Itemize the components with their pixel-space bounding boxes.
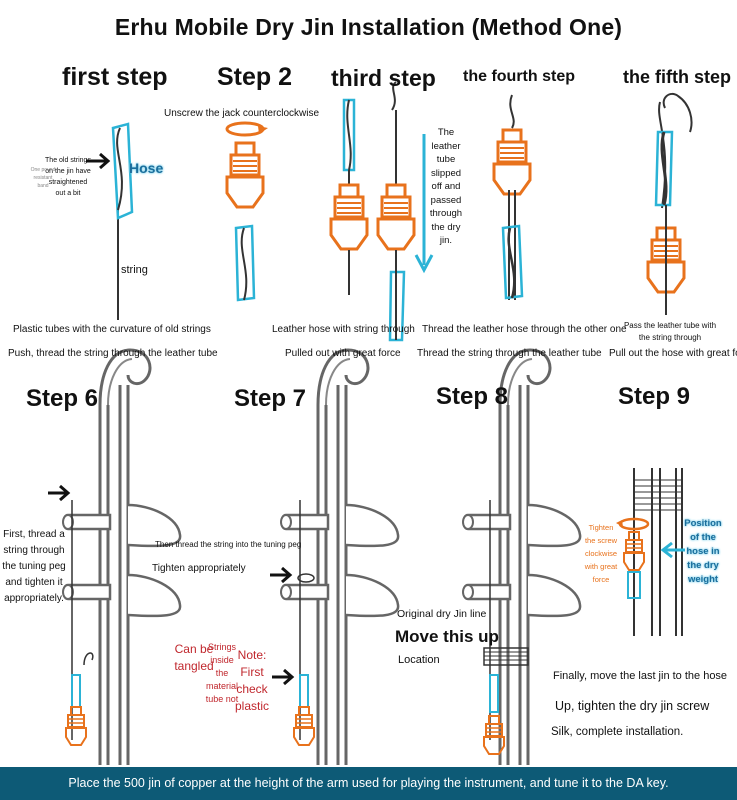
step9-heading: Step 9 (618, 383, 691, 410)
step3-note: The leather tube slipped off and passed … (429, 127, 463, 246)
step2-drawing (225, 121, 268, 302)
step8-note-3: Location (398, 654, 440, 666)
step3-caption-1: Leather hose with string through (272, 324, 415, 335)
step4-heading: the fourth step (463, 68, 575, 85)
final-note-1: Finally, move the last jin to the hose (553, 670, 728, 682)
step4-caption-1: Thread the leather hose through the othe… (422, 324, 627, 335)
step6-note: First, thread a string through the tunin… (2, 529, 66, 604)
step8-erhu (461, 348, 582, 767)
step5-drawing (646, 92, 693, 315)
step8-note-1: Original dry Jin line (397, 608, 487, 620)
step5-heading: the fifth step (623, 67, 731, 87)
step1-caption-2: Push, thread the string through the leat… (8, 348, 218, 359)
step7-note-1: Then thread the string into the tuning p… (155, 540, 302, 549)
string-label: string (121, 264, 148, 276)
step7-red-note-1: Can be tangled (174, 642, 214, 673)
final-note-2: Up, tighten the dry jin screw (555, 699, 710, 713)
final-note-3: Silk, complete installation. (551, 726, 684, 738)
step1-note: The old strings on the jin have straight… (45, 157, 91, 197)
step3-heading: third step (331, 65, 436, 91)
hose-label: Hose (129, 160, 164, 176)
step1-heading: first step (62, 63, 168, 91)
step5-caption-1: Pass the leather tube with the string th… (623, 321, 717, 342)
step9-screw-note: Tighten the screw clockwise with great f… (584, 523, 618, 584)
step7-red-note-3: Note: First check plastic (235, 648, 270, 713)
step5-caption-2: Pull out the hose with great force (609, 348, 737, 359)
step1-faint-note: One pound resistant band (30, 167, 56, 189)
step9-position-note: Position of the hose in the dry weight (684, 518, 722, 585)
step6-erhu (48, 348, 182, 767)
step9-drawing (616, 468, 685, 636)
step3-caption-2: Pulled out with great force (285, 348, 401, 359)
step8-heading: Step 8 (436, 383, 509, 410)
step7-red-note-2: Strings inside the material tube not (205, 642, 239, 704)
step6-heading: Step 6 (26, 385, 99, 412)
step8-note-2: Move this up (395, 627, 499, 646)
step2-heading: Step 2 (217, 63, 293, 91)
step7-note-2: Tighten appropriately (152, 563, 246, 574)
step7-heading: Step 7 (234, 385, 307, 412)
step1-caption-1: Plastic tubes with the curvature of old … (13, 324, 211, 335)
step4-caption-2: Thread the string through the leather tu… (417, 348, 602, 359)
step3-drawing (329, 81, 434, 342)
footer-banner: Place the 500 jin of copper at the heigh… (0, 767, 737, 800)
page-title: Erhu Mobile Dry Jin Installation (Method… (114, 14, 623, 40)
step4-drawing (492, 94, 532, 300)
step7-erhu (270, 348, 400, 767)
step2-note: Unscrew the jack counterclockwise (164, 108, 320, 119)
step1-drawing (86, 122, 134, 320)
